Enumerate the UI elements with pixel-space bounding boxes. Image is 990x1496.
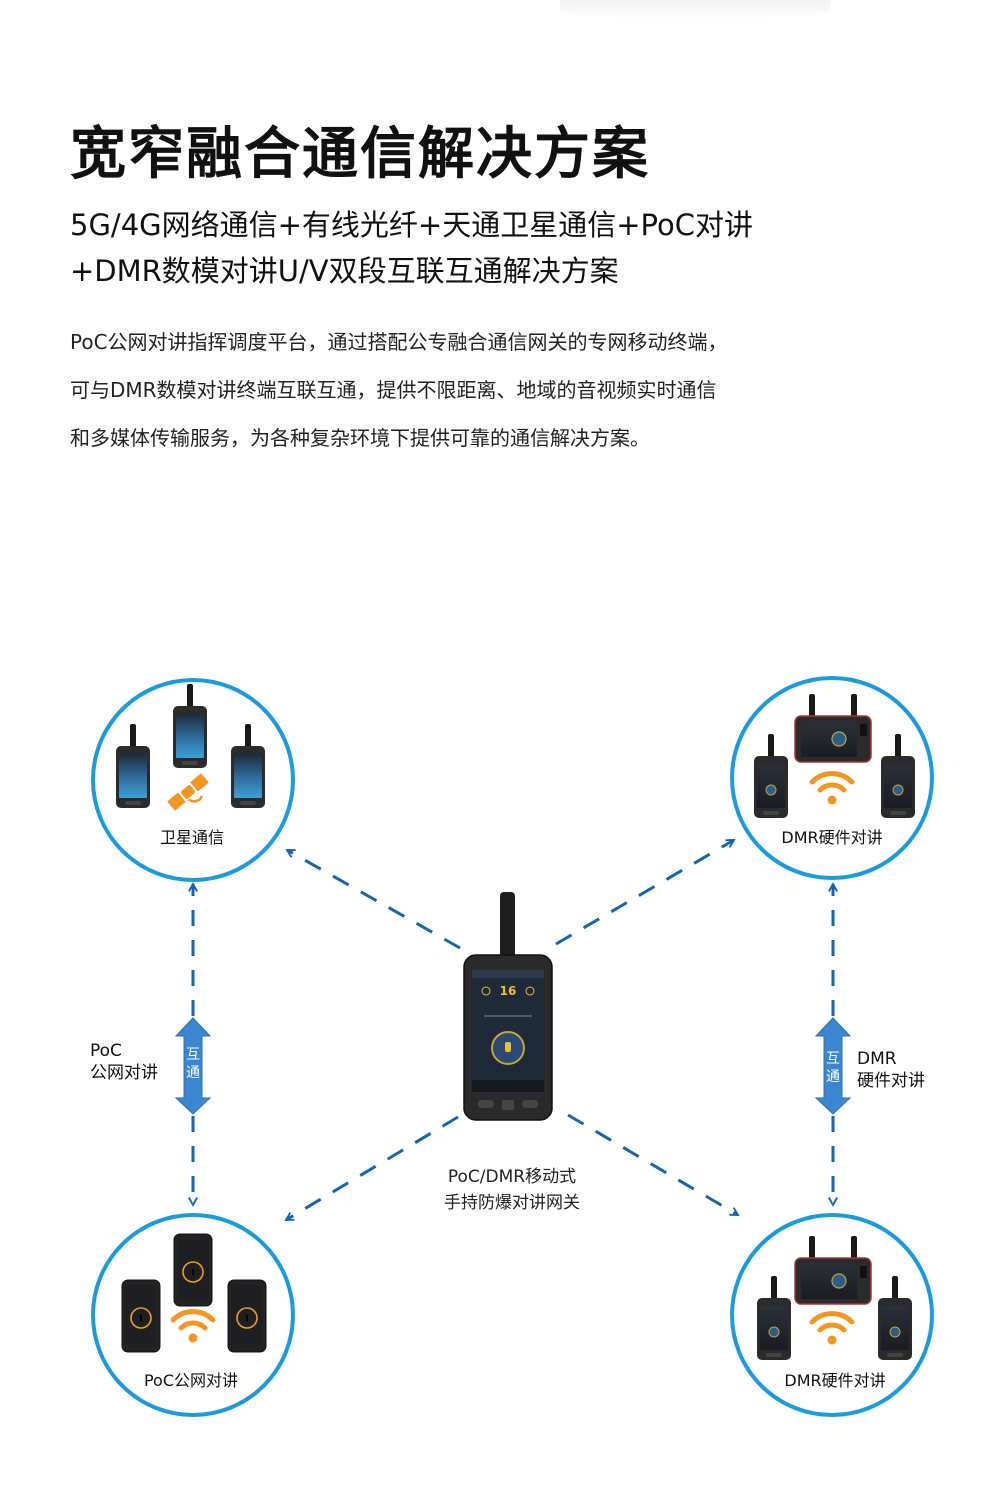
satellite-phone-left bbox=[116, 724, 150, 808]
description-line-1: PoC公网对讲指挥调度平台，通过搭配公专融合通信网关的专网移动终端， bbox=[70, 330, 728, 354]
satellite-node-circle bbox=[91, 678, 295, 882]
dmr-bottom-tablet bbox=[794, 1235, 872, 1305]
satellite-phone-center bbox=[173, 684, 207, 768]
dmr-bottom-radio-left bbox=[756, 1275, 792, 1361]
wifi-icon bbox=[173, 1312, 213, 1343]
gateway-label-line-2: 手持防爆对讲网关 bbox=[444, 1193, 580, 1213]
arrow-to-dmr-bottom bbox=[567, 1113, 738, 1217]
right-link-label: DMR 硬件对讲 bbox=[857, 1048, 925, 1092]
gateway-label-line-1: PoC/DMR移动式 bbox=[447, 1167, 577, 1187]
page-subtitle: 5G/4G网络通信+有线光纤+天通卫星通信+PoC对讲 +DMR数模对讲U/V双… bbox=[70, 202, 753, 294]
left-double-arrow bbox=[174, 1017, 212, 1115]
arrow-to-dmr-top bbox=[555, 838, 734, 946]
top-decorative-shadow bbox=[560, 0, 830, 20]
wifi-icon bbox=[812, 1314, 852, 1345]
wifi-icon bbox=[812, 774, 852, 805]
poc-phone-center bbox=[173, 1233, 213, 1307]
page-title: 宽窄融合通信解决方案 bbox=[70, 122, 650, 187]
dmr-top-tablet bbox=[794, 693, 872, 763]
dmr-bottom-node-circle bbox=[730, 1213, 934, 1417]
satellite-phone-right bbox=[231, 724, 265, 808]
rugged-handheld-gateway-icon: 16 bbox=[463, 892, 553, 1121]
dmr-top-radio-left bbox=[753, 733, 789, 819]
description-line-3: 和多媒体传输服务，为各种复杂环境下提供可靠的通信解决方案。 bbox=[70, 426, 650, 450]
satellite-node-label: 卫星通信 bbox=[159, 828, 225, 847]
right-link-label-line-1: DMR bbox=[857, 1049, 897, 1069]
arrow-to-poc bbox=[286, 1115, 459, 1222]
poc-node-label: PoC公网对讲 bbox=[143, 1371, 239, 1390]
poc-phone-left bbox=[121, 1279, 161, 1353]
subtitle-line-1: 5G/4G网络通信+有线光纤+天通卫星通信+PoC对讲 bbox=[70, 208, 753, 242]
right-link-label-line-2: 硬件对讲 bbox=[857, 1071, 925, 1091]
description: PoC公网对讲指挥调度平台，通过搭配公专融合通信网关的专网移动终端， 可与DMR… bbox=[70, 318, 728, 462]
dmr-top-node-label: DMR硬件对讲 bbox=[781, 828, 883, 847]
arrow-to-satellite bbox=[287, 848, 461, 950]
left-link-label: PoC 公网对讲 bbox=[90, 1040, 158, 1084]
dmr-bottom-node-label: DMR硬件对讲 bbox=[784, 1371, 886, 1390]
description-line-2: 可与DMR数模对讲终端互联互通，提供不限距离、地域的音视频实时通信 bbox=[70, 378, 717, 402]
left-link-label-line-2: 公网对讲 bbox=[90, 1063, 158, 1083]
left-arrow-text: 互通 bbox=[186, 1047, 200, 1081]
subtitle-line-2: +DMR数模对讲U/V双段互联互通解决方案 bbox=[70, 254, 619, 288]
gateway-channel-readout: 16 bbox=[500, 984, 517, 998]
gateway-label: PoC/DMR移动式 手持防爆对讲网关 bbox=[444, 1164, 580, 1216]
right-double-arrow bbox=[814, 1017, 852, 1115]
poc-node-circle bbox=[91, 1213, 295, 1417]
dmr-bottom-radio-right bbox=[877, 1275, 913, 1361]
satellite-icon bbox=[167, 773, 209, 811]
left-link-label-line-1: PoC bbox=[90, 1041, 122, 1061]
dmr-top-node-circle bbox=[730, 676, 934, 880]
right-arrow-text: 互通 bbox=[826, 1051, 840, 1085]
poc-phone-right bbox=[227, 1279, 267, 1353]
dmr-top-radio-right bbox=[880, 733, 916, 819]
